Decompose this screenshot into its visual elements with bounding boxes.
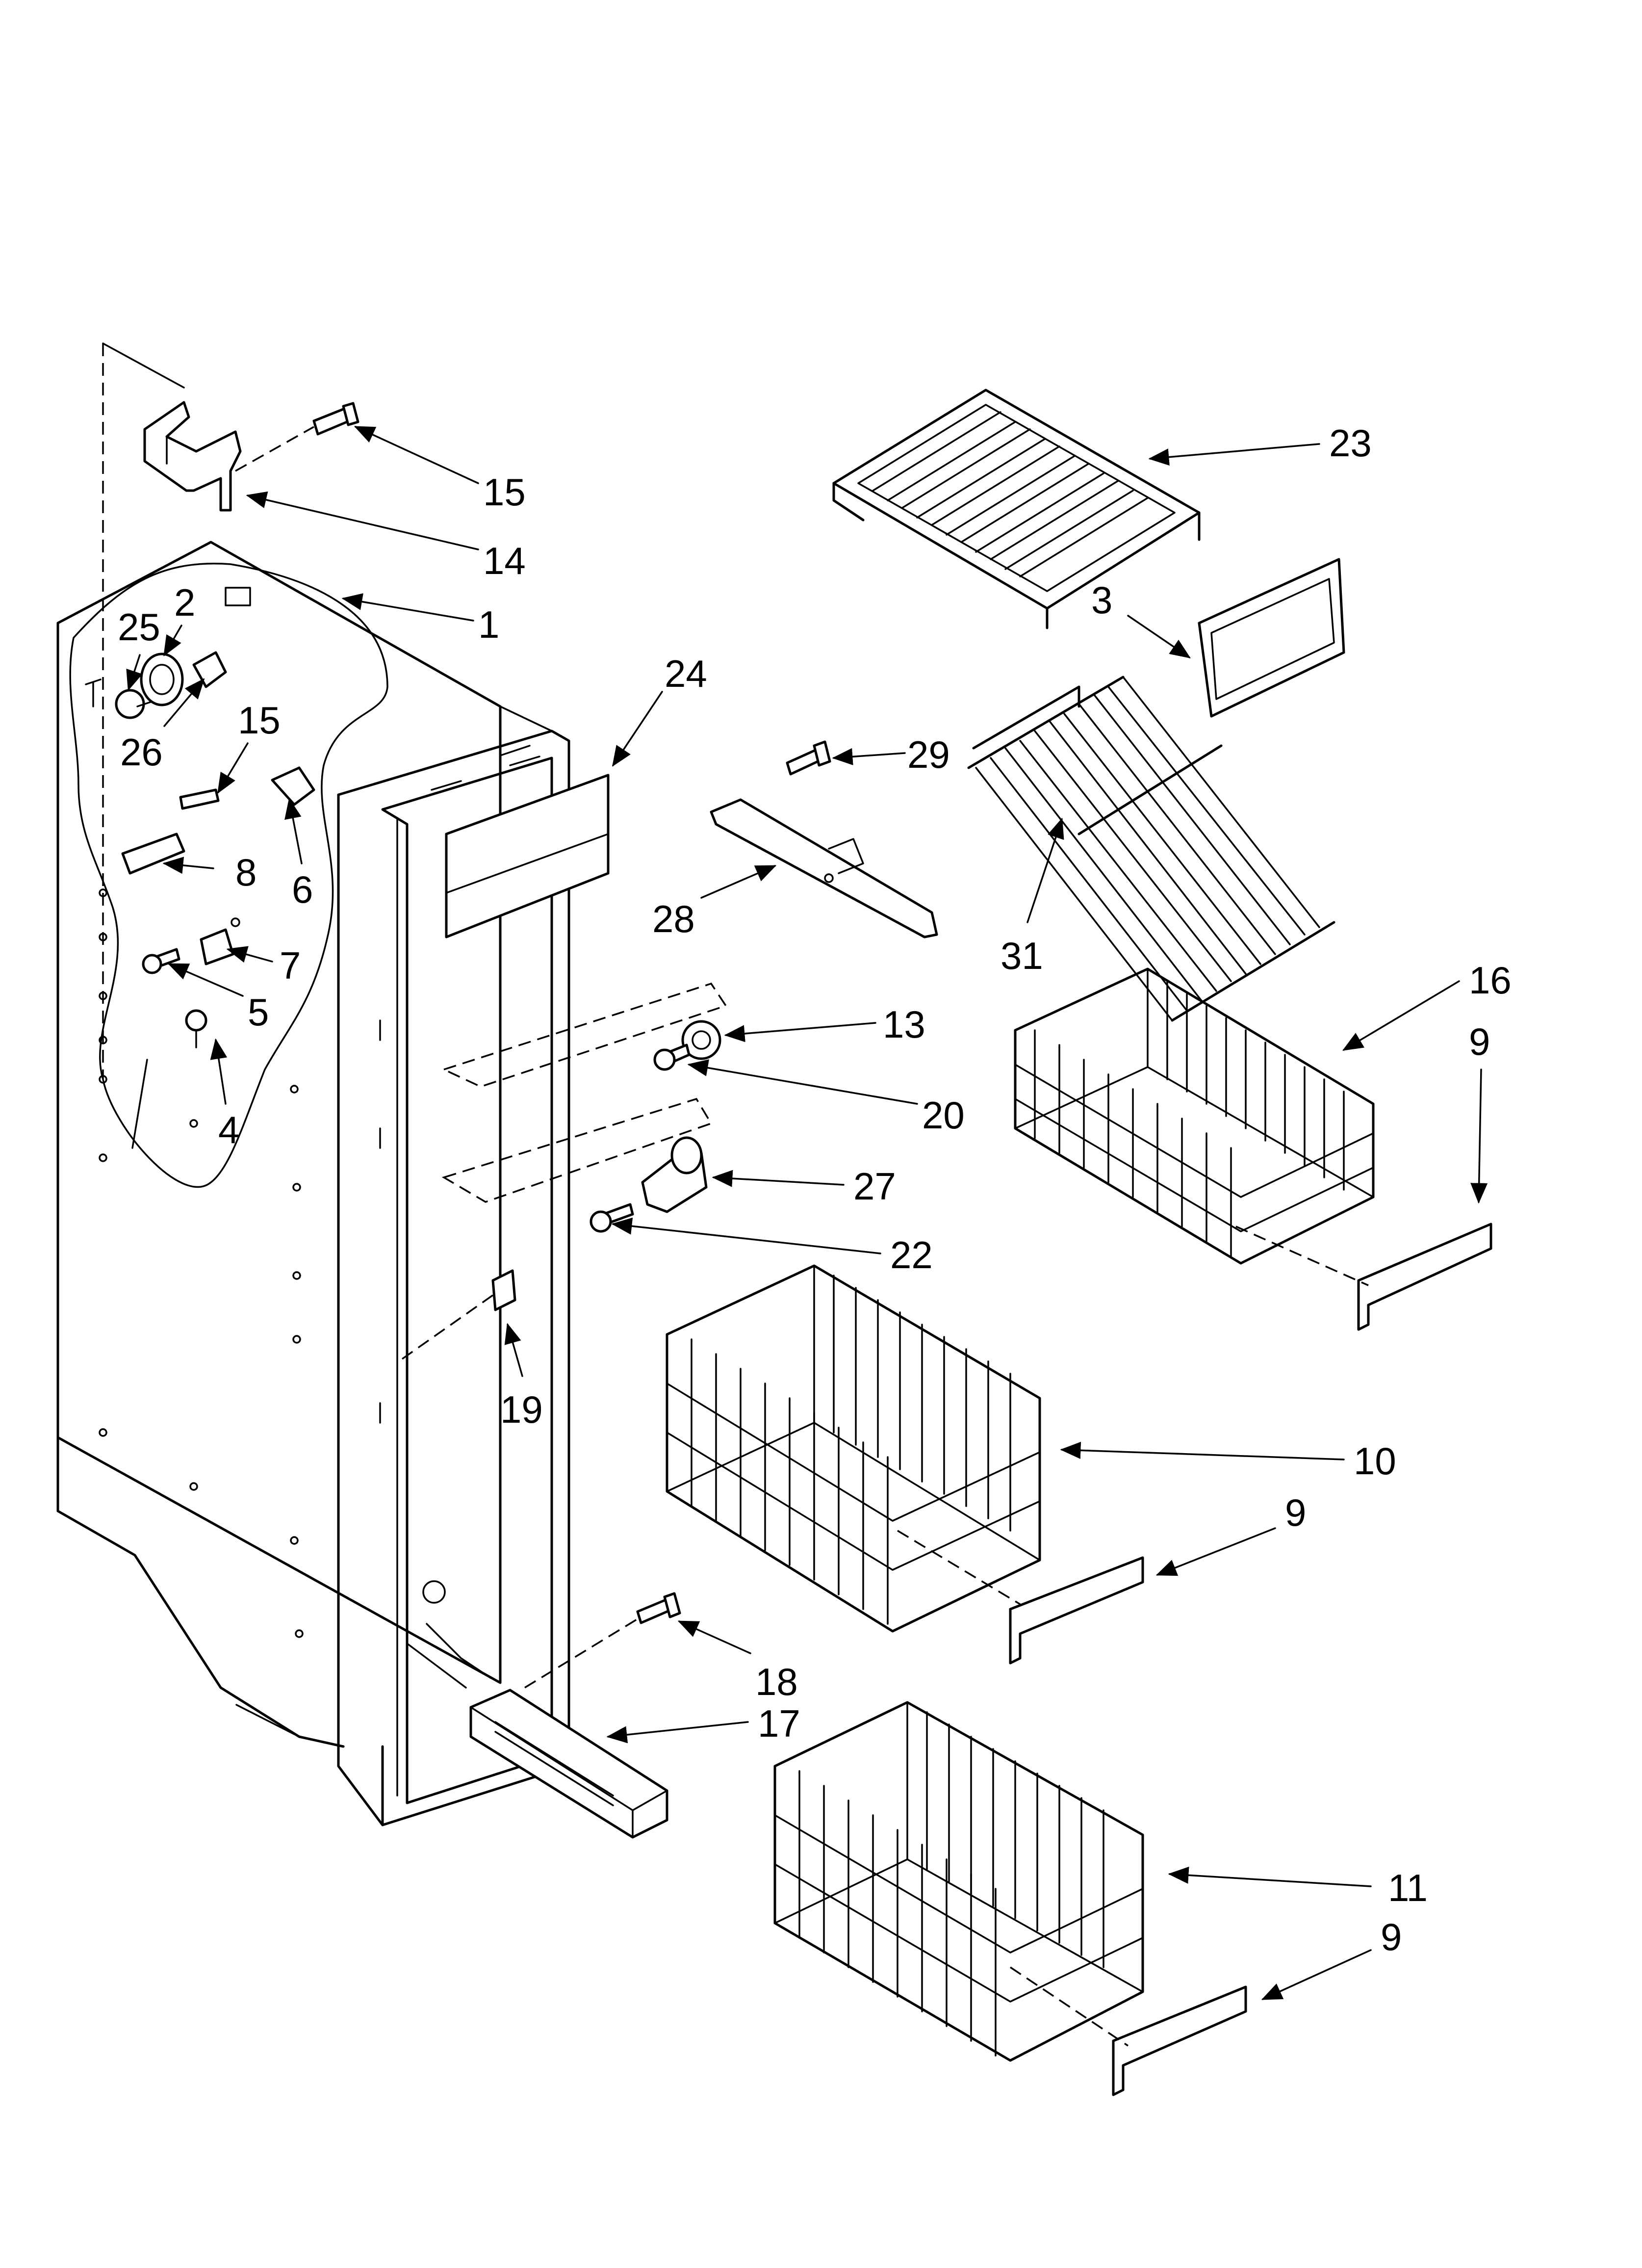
callout-label: 27 — [853, 1165, 896, 1208]
switch-part — [401, 1269, 516, 1360]
screw-part — [653, 1043, 691, 1071]
callout-label: 22 — [890, 1233, 933, 1277]
shelf-trim-part — [1198, 558, 1345, 718]
cabinet-liner-part — [56, 541, 570, 1826]
shelf-support-part — [710, 798, 938, 938]
callout-label: 3 — [1091, 578, 1112, 622]
callout-label: 16 — [1469, 959, 1512, 1002]
screw-part — [590, 1203, 634, 1233]
shelf-support-cover-part — [441, 982, 727, 1088]
callout-label: 18 — [755, 1660, 798, 1703]
lower-basket-part — [773, 1701, 1144, 2062]
wire-shelf-part — [967, 676, 1335, 1022]
callout-label: 5 — [248, 991, 269, 1034]
shelf-bracket-part — [441, 1097, 713, 1213]
callout-label: 29 — [907, 733, 950, 776]
callout-label: 15 — [238, 699, 281, 742]
callout-label: 10 — [1354, 1439, 1396, 1483]
air-diffuser-part — [445, 774, 610, 938]
top-hinge-part — [102, 342, 242, 1079]
slide-part — [1009, 1556, 1144, 1665]
screw-part — [312, 402, 359, 436]
bottom-trim-part — [469, 1689, 668, 1839]
callout-label: 31 — [1001, 934, 1043, 977]
upper-basket-part — [1014, 967, 1375, 1265]
callout-label: 13 — [883, 1003, 925, 1046]
callout-label: 25 — [118, 605, 160, 649]
callout-label: 11 — [1388, 1866, 1428, 1909]
callout-label: 7 — [280, 944, 301, 987]
callout-label: 28 — [652, 897, 695, 940]
callout-label: 9 — [1381, 1915, 1402, 1958]
callout-label: 2 — [174, 581, 195, 624]
callout-label: 15 — [483, 470, 526, 514]
callout-label: 1 — [478, 603, 499, 646]
callout-label: 19 — [500, 1388, 543, 1431]
screw-part — [786, 740, 831, 776]
callout-label: 4 — [218, 1108, 239, 1151]
slide-part — [1357, 1223, 1492, 1331]
callout-label: 9 — [1285, 1491, 1306, 1534]
middle-basket-part — [666, 1264, 1041, 1633]
callout-label: 20 — [922, 1094, 965, 1137]
screw-part — [636, 1592, 681, 1624]
slide-part — [1112, 1985, 1247, 2096]
callout-label: 9 — [1469, 1020, 1490, 1063]
leader-lines — [126, 426, 1488, 2000]
top-shelf-part — [832, 389, 1201, 629]
callout-label: 8 — [235, 851, 257, 894]
bumper-part — [681, 1020, 721, 1060]
callout-label: 14 — [483, 539, 526, 582]
callout-label: 23 — [1329, 421, 1372, 465]
callout-label: 17 — [758, 1702, 800, 1745]
callout-label: 24 — [665, 652, 707, 695]
callout-label: 26 — [120, 730, 163, 774]
control-housing-parts — [85, 651, 315, 1048]
callout-label: 6 — [292, 868, 313, 911]
